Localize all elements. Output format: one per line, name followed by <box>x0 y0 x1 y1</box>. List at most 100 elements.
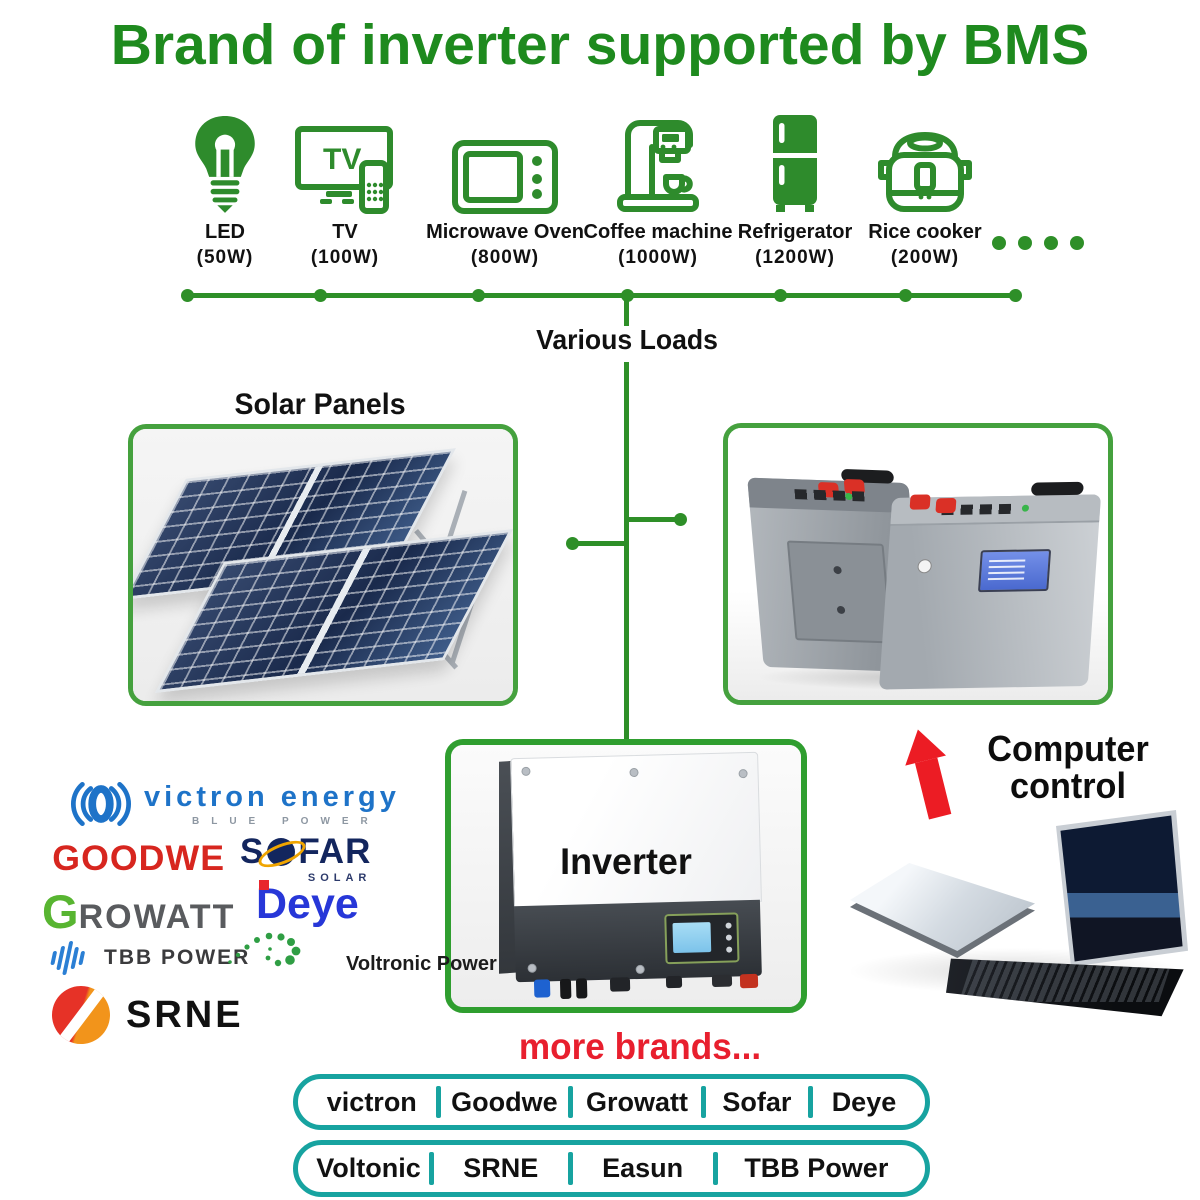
solar-panels-photo <box>133 429 513 701</box>
tbb-wordmark: TBB POWER <box>104 946 251 969</box>
computer-control-line1: Computer <box>987 728 1149 769</box>
pill-brand: Goodwe <box>451 1086 558 1117</box>
inverter-connector-red <box>739 973 759 989</box>
load-label: Refrigerator <box>737 221 853 243</box>
pill-separator <box>428 1152 434 1185</box>
load-watt: (50W) <box>196 247 254 268</box>
load-label: Coffee machine <box>583 221 733 243</box>
pill-brand: Voltonic <box>316 1153 421 1183</box>
tbb-power-logo: TBB POWER <box>48 938 250 978</box>
load-watt: (800W) <box>470 247 540 268</box>
pill-separator <box>568 1086 574 1118</box>
pill-brand: Deye <box>831 1086 897 1117</box>
solar-branch-dot <box>566 537 579 550</box>
victron-energy-logo: victron energy BLUE POWER <box>70 778 400 830</box>
solar-panels-box <box>128 424 518 706</box>
growatt-g: G <box>42 885 79 938</box>
battery-photo <box>728 428 1108 700</box>
inverter-box: Inverter <box>445 739 807 1013</box>
tv-icon-text: TV <box>323 143 361 176</box>
inverter-photo: Inverter <box>451 745 801 1007</box>
victron-swirl-icon <box>71 781 131 827</box>
victron-tagline: BLUE POWER <box>192 816 380 827</box>
battery-box <box>723 423 1113 705</box>
inverter-connector-black <box>665 975 683 989</box>
pill-separator <box>712 1152 718 1185</box>
bus-node-dot <box>1009 289 1022 302</box>
bus-node-dot <box>774 289 787 302</box>
goodwe-logo: GOODWE <box>52 839 226 878</box>
solar-branch-line <box>575 541 627 546</box>
inverter-display <box>664 912 740 965</box>
deye-wordmark: Deye <box>256 880 359 928</box>
more-loads-ellipsis-icon <box>992 236 1084 250</box>
inverter-connector-blue <box>533 979 551 998</box>
deye-dot-icon <box>259 880 269 890</box>
load-watt: (200W) <box>890 247 960 268</box>
deye-logo: Deye <box>256 880 359 929</box>
load-label: Microwave Oven <box>426 221 584 243</box>
pill-separator <box>435 1086 441 1118</box>
pill-brand: Sofar <box>722 1086 792 1117</box>
coffee-machine-icon <box>568 103 748 215</box>
load-item-tv: TV TV (100W) <box>255 103 435 269</box>
victron-wordmark: victron energy <box>144 781 400 813</box>
inverter-label: Inverter <box>560 841 692 882</box>
pill-brand: Easun <box>602 1153 684 1183</box>
battery-branch-line <box>627 517 679 522</box>
page-title: Brand of inverter supported by BMS <box>110 13 1090 77</box>
load-label: TV <box>332 221 358 243</box>
battery-branch-dot <box>674 513 687 526</box>
pill-separator <box>567 1152 573 1185</box>
srne-wordmark: SRNE <box>126 993 244 1036</box>
pill-separator <box>700 1086 706 1118</box>
load-label: LED <box>205 221 245 243</box>
pill-brand: TBB Power <box>744 1153 889 1183</box>
solar-panels-label: Solar Panels <box>234 388 406 421</box>
bus-node-dot <box>472 289 485 302</box>
computer-control-line2: control <box>1010 765 1126 806</box>
closed-laptop <box>850 863 1035 951</box>
bus-node-dot <box>314 289 327 302</box>
load-item-led: LED (50W) <box>135 103 315 269</box>
battery-lcd <box>977 549 1052 593</box>
inverter-connector-black <box>559 978 572 1000</box>
load-watt: (1000W) <box>618 247 698 268</box>
microwave-oven-icon <box>415 103 595 215</box>
inverter-connector-black <box>711 974 733 988</box>
brand-pill-row-1: victron Goodwe Growatt Sofar Deye <box>293 1074 930 1130</box>
load-item-rice-cooker: Rice cooker (200W) <box>835 103 1015 269</box>
bus-node-dot <box>181 289 194 302</box>
sofar-planet-icon <box>255 835 310 873</box>
more-brands-label: more brands... <box>518 1026 762 1067</box>
pill-brand: victron <box>326 1086 417 1117</box>
led-bulb-icon <box>135 103 315 215</box>
inverter-connector-black <box>609 977 631 992</box>
bus-drop-line <box>624 298 629 326</box>
computer-control-label: Computer control <box>973 730 1163 804</box>
voltronic-wordmark: Voltronic Power <box>346 953 497 975</box>
load-watt: (1200W) <box>755 247 835 268</box>
loads-bus-line <box>184 293 1016 298</box>
battery-unit-front <box>878 481 1102 690</box>
rice-cooker-icon <box>835 103 1015 215</box>
sofar-tagline: SOLAR <box>307 872 372 884</box>
load-item-microwave: Microwave Oven (800W) <box>415 103 595 269</box>
sofar-part2: FAR <box>298 832 372 871</box>
pill-brand: SRNE <box>463 1153 539 1183</box>
inverter-connector-black <box>575 978 588 999</box>
tv-icon: TV <box>255 103 435 215</box>
srne-logo: SRNE <box>48 982 244 1048</box>
load-watt: (100W) <box>310 247 380 268</box>
various-loads-label: Various Loads <box>536 324 718 355</box>
pill-brand: Growatt <box>586 1086 689 1117</box>
growatt-rest: ROWATT <box>78 898 236 936</box>
voltronic-power-logo: Voltronic Power <box>224 930 497 976</box>
main-vertical-line <box>624 362 629 740</box>
load-item-refrigerator: Refrigerator (1200W) <box>705 103 885 269</box>
brand-pill-row-2: Voltonic SRNE Easun TBB Power <box>293 1140 930 1197</box>
sofar-solar-logo: S FAR SOLAR <box>240 832 371 884</box>
tbb-bars-icon <box>50 941 85 975</box>
